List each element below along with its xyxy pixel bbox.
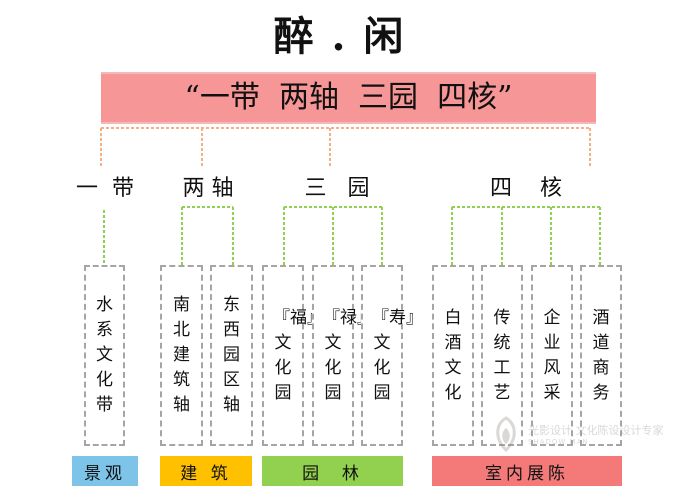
- box-shuixi-wenhua-dai: 水系文化带: [84, 265, 125, 446]
- box-jiudao-shangwu: 酒道商务: [580, 265, 622, 446]
- category-liangzhou: 两 轴: [182, 176, 234, 201]
- shadowman-logo-icon: [496, 416, 516, 453]
- box-baijiu-wenhua: 白酒文化: [432, 265, 474, 446]
- category-yidai: 一 带: [76, 176, 134, 201]
- watermark-logo: 光影设计 文化陈设设计专家 SHADOW MAN: [486, 412, 676, 456]
- watermark-brand: 光影设计 文化陈设设计专家: [528, 424, 664, 437]
- box-dongxi-yuanqu-zhou: 东西园区轴: [210, 265, 253, 446]
- box-nanbei-jianzhu-zhou: 南北建筑轴: [160, 265, 203, 446]
- box-lu-wenhua-yuan: 『禄』文化园: [312, 265, 374, 446]
- label-yuanlin: 园 林: [262, 456, 403, 486]
- green-connectors: [103, 206, 601, 265]
- diagram-title: 醉 . 闲: [273, 13, 406, 60]
- watermark-sub: SHADOW MAN: [528, 438, 589, 446]
- box-qiye-fengcai: 企业风采: [531, 265, 573, 446]
- box-chuantong-gongyi: 传统工艺: [481, 265, 523, 446]
- orange-connectors: [100, 127, 591, 168]
- box-fu-wenhua-yuan: 『福』文化园: [262, 265, 324, 446]
- label-shinei-zhanchen: 室内展陈: [432, 456, 622, 486]
- box-shou-wenhua-yuan: 『寿』文化园: [361, 265, 423, 446]
- category-sanyuan: 三 园: [304, 176, 370, 201]
- banner-slogan: “一带 两轴 三园 四核”: [101, 72, 596, 124]
- label-jianzhu: 建 筑: [160, 456, 252, 486]
- category-sihe: 四 核: [490, 176, 562, 201]
- label-jingguan: 景观: [72, 456, 138, 486]
